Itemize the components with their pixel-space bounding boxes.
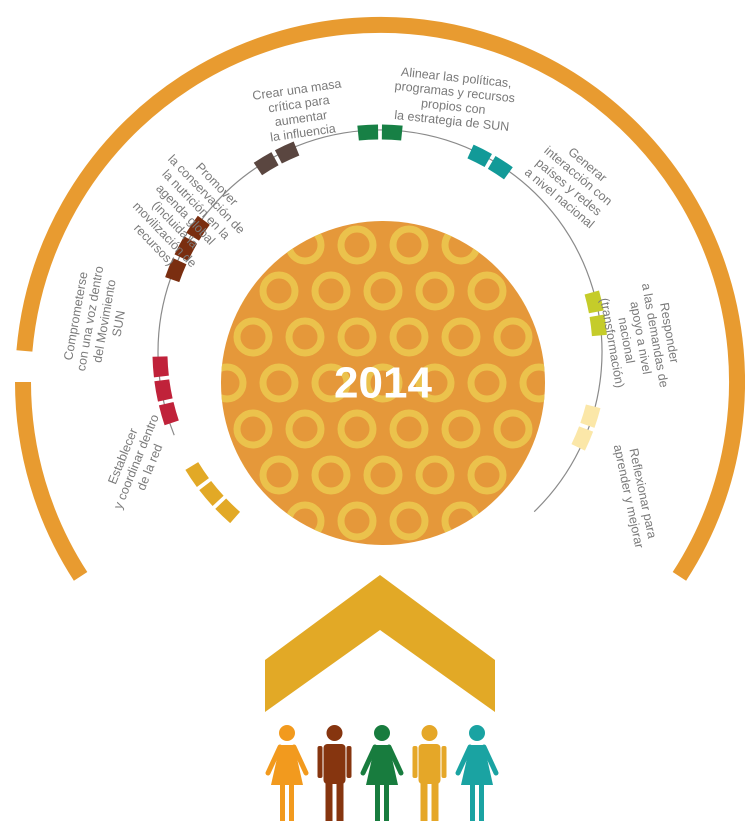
ring-icon <box>519 363 545 403</box>
person-green-icon <box>360 725 404 821</box>
person-brown-icon <box>317 725 352 821</box>
process-segments <box>152 124 607 524</box>
progress-arc-line <box>157 129 603 513</box>
person-orange-icon <box>265 725 309 821</box>
ring-icon <box>415 271 455 311</box>
ring-icon <box>233 409 273 449</box>
segment-comprometerse-2 <box>154 379 173 402</box>
ring-icon <box>493 409 533 449</box>
segment-establecer-2 <box>199 480 224 506</box>
ring-icon <box>389 317 429 357</box>
outer-arc-frame <box>15 16 745 581</box>
ring-icon <box>441 409 481 449</box>
ring-icon <box>441 317 481 357</box>
segment-promover-2 <box>174 236 198 261</box>
ring-icon <box>337 225 377 265</box>
person-gold-icon <box>412 725 447 821</box>
ring-icon <box>363 363 403 403</box>
year-label: 2014 <box>334 359 432 408</box>
ring-icon <box>467 363 507 403</box>
segment-promover-1 <box>165 258 187 283</box>
outer-arc-left <box>15 381 88 581</box>
segment-comprometerse-3 <box>152 356 169 378</box>
ring-icon <box>259 363 299 403</box>
segment-establecer-3 <box>185 462 209 488</box>
ring-icon <box>389 501 429 541</box>
outer-arc-main <box>16 16 745 581</box>
ring-icon <box>259 271 299 311</box>
ring-icon <box>363 271 403 311</box>
ring-icon <box>493 317 533 357</box>
ring-icon <box>259 455 299 495</box>
segment-promover-3 <box>186 215 210 241</box>
upward-chevron-icon <box>265 575 495 712</box>
ring-icon <box>337 317 377 357</box>
ring-icon <box>233 317 273 357</box>
segment-crear-2 <box>274 141 300 164</box>
segment-crear-1 <box>253 152 279 176</box>
segment-responder-1 <box>584 290 604 314</box>
circle-fill <box>221 221 545 545</box>
ring-icon <box>221 363 247 403</box>
ring-icon <box>519 455 545 495</box>
ring-icon <box>519 271 545 311</box>
segment-responder-2 <box>589 314 607 337</box>
ring-icon <box>311 455 351 495</box>
people-group <box>265 725 499 821</box>
ring-icon <box>221 455 247 495</box>
ring-icon <box>285 317 325 357</box>
segment-reflexionar-1 <box>580 404 601 428</box>
segment-alinear-1 <box>357 124 379 141</box>
segment-reflexionar-2 <box>571 426 594 451</box>
segment-comprometerse-1 <box>158 401 179 426</box>
ring-icon <box>467 271 507 311</box>
ring-icon <box>363 455 403 495</box>
segment-generar-2 <box>487 155 513 180</box>
label-alinear-line-3: propios con <box>420 96 486 117</box>
ring-icon <box>467 455 507 495</box>
ring-icon <box>389 409 429 449</box>
ring-icon <box>415 363 455 403</box>
label-comprometerse-line-4: SUN <box>110 309 128 337</box>
segment-alinear-2 <box>381 124 403 141</box>
ring-icon <box>285 409 325 449</box>
ring-icon <box>311 271 351 311</box>
ring-icon <box>311 363 351 403</box>
ring-icon <box>337 409 377 449</box>
label-alinear: Alinear las políticas,programas y recurs… <box>394 65 516 134</box>
ring-icon <box>221 271 247 311</box>
segment-establecer-1 <box>215 498 241 524</box>
person-teal-icon <box>455 725 499 821</box>
ring-icon <box>415 455 455 495</box>
segment-generar-1 <box>467 144 492 168</box>
ring-icon <box>389 225 429 265</box>
ring-icon <box>337 501 377 541</box>
